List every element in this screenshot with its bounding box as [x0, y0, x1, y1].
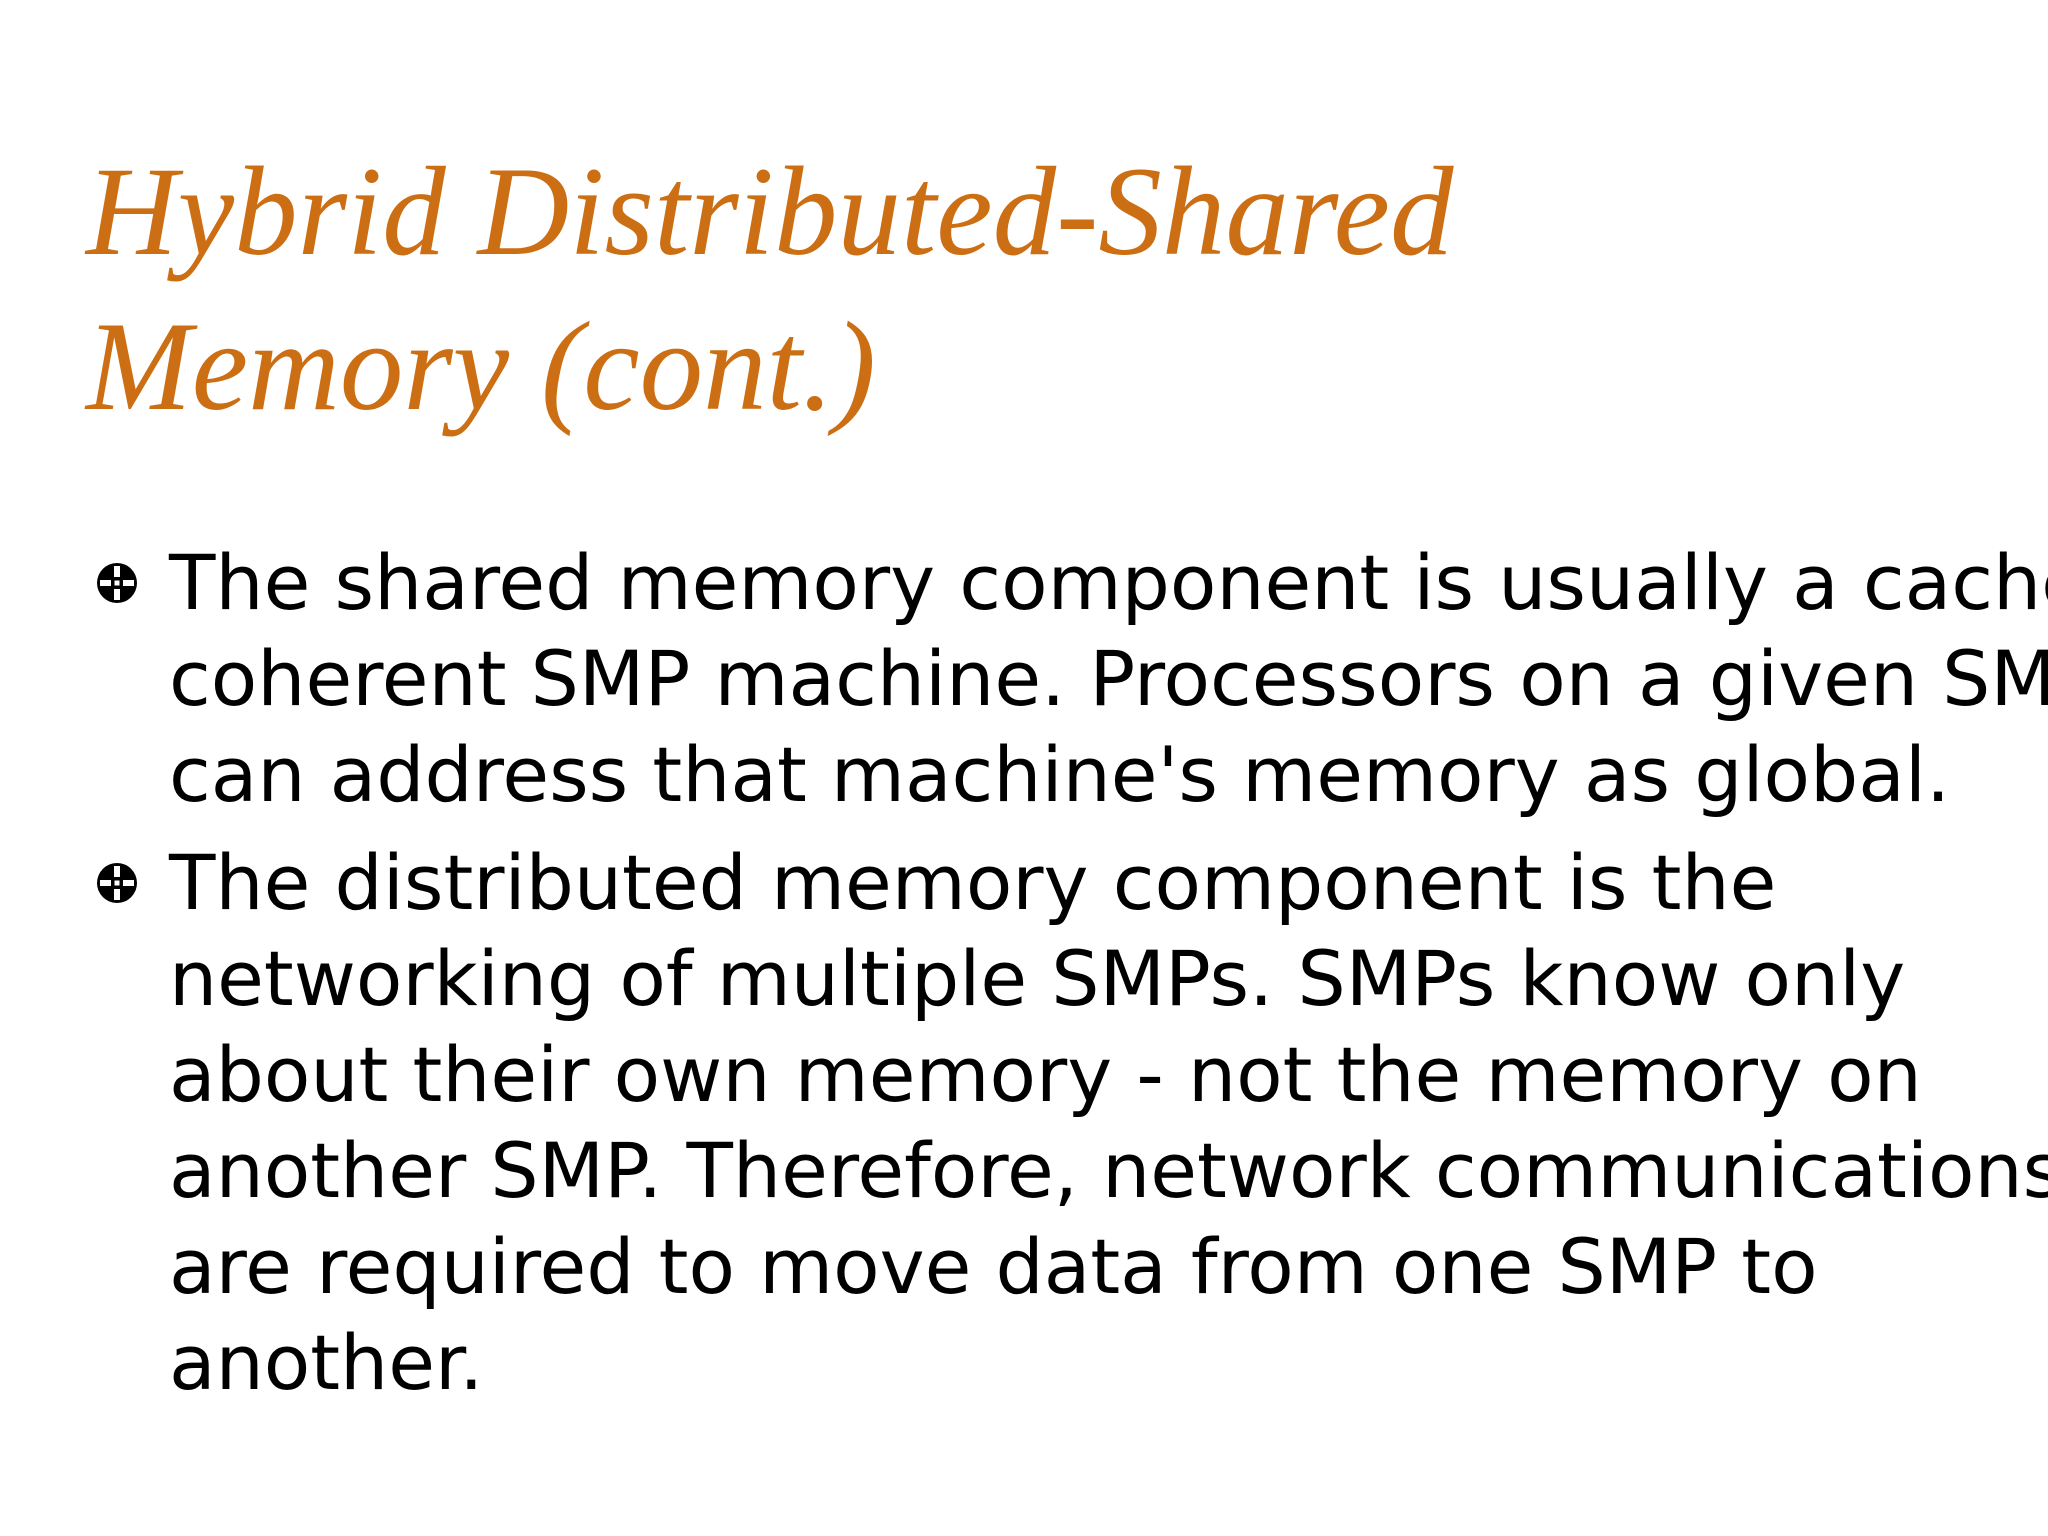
bullet-line: another SMP. Therefore, network communic…	[169, 1126, 2048, 1215]
bullet-list: The shared memory component is usually a…	[95, 535, 2048, 1423]
bullet-line: The shared memory component is usually a…	[169, 538, 2048, 627]
target-bullet-icon	[97, 863, 137, 903]
bullet-line: another.	[169, 1318, 484, 1407]
bullet-line: coherent SMP machine. Processors on a gi…	[169, 634, 2048, 723]
bullet-line: can address that machine's memory as glo…	[169, 730, 1951, 819]
target-bullet-icon	[97, 563, 137, 603]
slide-title-line-1: Hybrid Distributed-Shared	[86, 142, 1454, 282]
bullet-line: about their own memory - not the memory …	[169, 1030, 1922, 1119]
bullet-text: The shared memory component is usually a…	[169, 535, 2048, 823]
bullet-text: The distributed memory component is the …	[169, 835, 2048, 1411]
bullet-item-shared-memory: The shared memory component is usually a…	[95, 535, 2048, 823]
bullet-item-distributed-memory: The distributed memory component is the …	[95, 835, 2048, 1411]
slide-title: Hybrid Distributed-Shared Memory (cont.)	[86, 135, 1986, 445]
bullet-line: networking of multiple SMPs. SMPs know o…	[169, 934, 1906, 1023]
bullet-line: are required to move data from one SMP t…	[169, 1222, 1818, 1311]
bullet-line: The distributed memory component is the	[169, 838, 1777, 927]
slide-title-line-2: Memory (cont.)	[86, 297, 876, 437]
